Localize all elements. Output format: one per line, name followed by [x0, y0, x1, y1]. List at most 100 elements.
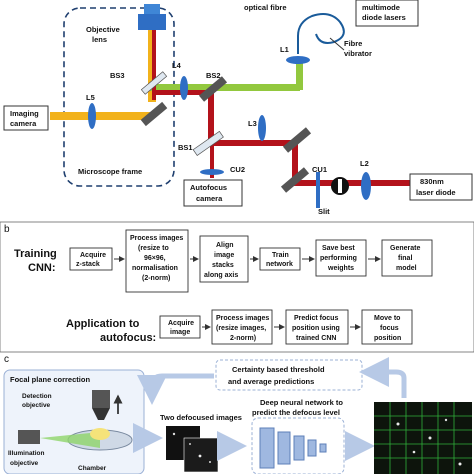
defocused-image-2	[183, 437, 219, 473]
l2-label: L2	[360, 159, 369, 168]
bs3-label: BS3	[110, 71, 125, 80]
panel-c: c Focal plane correction Detection objec…	[3, 354, 472, 474]
cu1-element	[316, 172, 320, 208]
dnn-layer-4	[307, 439, 317, 457]
slit-label: Slit	[318, 207, 330, 216]
cell-dot	[396, 422, 400, 426]
sample-drop	[90, 428, 110, 440]
training-step-1: Acquire z-stack	[69, 247, 113, 271]
autofocus-camera	[183, 179, 243, 207]
dnn-layer-2	[277, 431, 291, 465]
training-step-6-line-3: model	[396, 265, 417, 272]
training-step-6-line-1: Generate	[390, 245, 420, 252]
training-step-1-line-1: Acquire	[80, 252, 106, 259]
illumination-objective-2: objective	[10, 460, 39, 467]
illumination-objective-body	[18, 430, 40, 444]
dnn-layer-5	[319, 443, 327, 453]
laser-diode-label-2: laser diode	[416, 188, 456, 197]
training-step-2-line-1: Process images	[130, 235, 183, 242]
bs2-label: BS2	[206, 71, 221, 80]
training-step-5-line-3: weights	[327, 265, 354, 272]
dnn-layer-1	[259, 427, 275, 469]
application-step-2-line-1: Process images	[216, 315, 269, 322]
detection-objective-2: objective	[22, 402, 51, 409]
training-step-3: Align image stacks along axis	[199, 235, 249, 283]
feedback-arrow-right	[359, 357, 407, 398]
focal-plane-box	[3, 369, 145, 474]
microscope-frame-label: Microscope frame	[78, 167, 142, 176]
application-header-1: Application to	[66, 318, 140, 330]
application-step-3-line-3: trained CNN	[296, 335, 336, 342]
chamber-label: Chamber	[78, 465, 107, 472]
dnn-label-1: Deep neural network to	[260, 398, 343, 407]
grid-lines	[374, 402, 472, 474]
training-step-3-line-3: stacks	[212, 262, 234, 269]
microscope-frame	[63, 7, 175, 187]
cell-dot	[458, 462, 462, 466]
training-step-5-line-1: Save best	[322, 245, 355, 252]
training-step-6-line-2: final	[398, 255, 412, 262]
fibre-vibrator-pointer	[329, 37, 345, 51]
application-header-2: autofocus:	[100, 332, 156, 344]
lens-l1	[286, 56, 310, 64]
fibre-vibrator-label-2: vibrator	[344, 49, 372, 58]
l4-label: L4	[172, 61, 182, 70]
training-step-2-line-3: 96×96,	[144, 255, 166, 262]
cu2-lens	[200, 169, 224, 175]
application-step-2: Process images (resize images, 2-norm)	[211, 309, 273, 345]
detection-objective-tip	[92, 408, 110, 420]
training-step-2: Process images (resize to 96×96, normali…	[125, 229, 189, 293]
application-step-4-line-3: position	[374, 335, 401, 342]
objective-label-line2: lens	[92, 35, 107, 44]
laser-diode-label-1: 830nm	[420, 177, 444, 186]
application-step-4-line-1: Move to	[374, 315, 400, 322]
red-beam-vert-left	[152, 30, 156, 100]
diode-lasers-box	[355, 0, 419, 27]
training-step-4: Train network	[259, 247, 301, 271]
laser-diode	[409, 173, 473, 201]
certainty-line-2: and average predictions	[228, 377, 314, 386]
application-step-3-line-1: Predict focus	[294, 315, 338, 322]
detection-objective-body	[92, 390, 110, 408]
training-header-1: Training	[14, 248, 57, 260]
l1-label: L1	[280, 45, 289, 54]
imaging-camera-label-2: camera	[10, 119, 37, 128]
beamsplitter-bs2	[198, 76, 228, 102]
autofocus-camera-label-1: Autofocus	[190, 183, 227, 192]
imaging-camera	[3, 105, 49, 131]
optical-fibre-label: optical fibre	[244, 3, 287, 12]
application-step-3-line-2: position using	[292, 325, 340, 332]
illumination-objective-1: Illumination	[8, 450, 45, 457]
training-step-2-line-2: (resize to	[138, 245, 169, 252]
certainty-line-1: Certainty based threshold	[232, 365, 325, 374]
cell-dot	[189, 443, 191, 445]
application-step-3: Predict focus position using trained CNN	[285, 309, 349, 345]
training-step-6: Generate final model	[381, 239, 433, 277]
application-step-4: Move to focus position	[361, 309, 413, 345]
red-beam-bottom	[292, 180, 412, 186]
cell-dot	[209, 461, 211, 463]
focal-plane-title: Focal plane correction	[10, 375, 90, 384]
slit-opening	[338, 179, 342, 193]
cell-dot	[198, 454, 202, 458]
cell-dot	[444, 418, 448, 422]
lens-l2	[361, 172, 371, 200]
dnn-label-2: predict the defocus level	[252, 408, 340, 417]
yellow-beam-horizontal	[50, 112, 150, 120]
application-step-2-line-2: (resize images,	[216, 325, 266, 332]
feedback-arrow-left	[137, 373, 214, 405]
l3-label: L3	[248, 119, 257, 128]
dnn-layer-3	[293, 435, 305, 461]
application-step-1-line-2: image	[170, 329, 190, 336]
training-step-1-line-2: z-stack	[76, 261, 100, 268]
mirror-right-lower	[280, 167, 310, 193]
mirror-bs3	[140, 101, 168, 127]
training-step-4-line-2: network	[266, 261, 293, 268]
detection-objective-1: Detection	[22, 393, 52, 400]
mirror-right-upper	[282, 127, 312, 153]
training-step-5: Save best performing weights	[315, 239, 367, 277]
cell-dot	[412, 450, 416, 454]
autofocus-camera-label-2: camera	[196, 194, 223, 203]
application-step-2-line-3: 2-norm)	[230, 335, 256, 342]
